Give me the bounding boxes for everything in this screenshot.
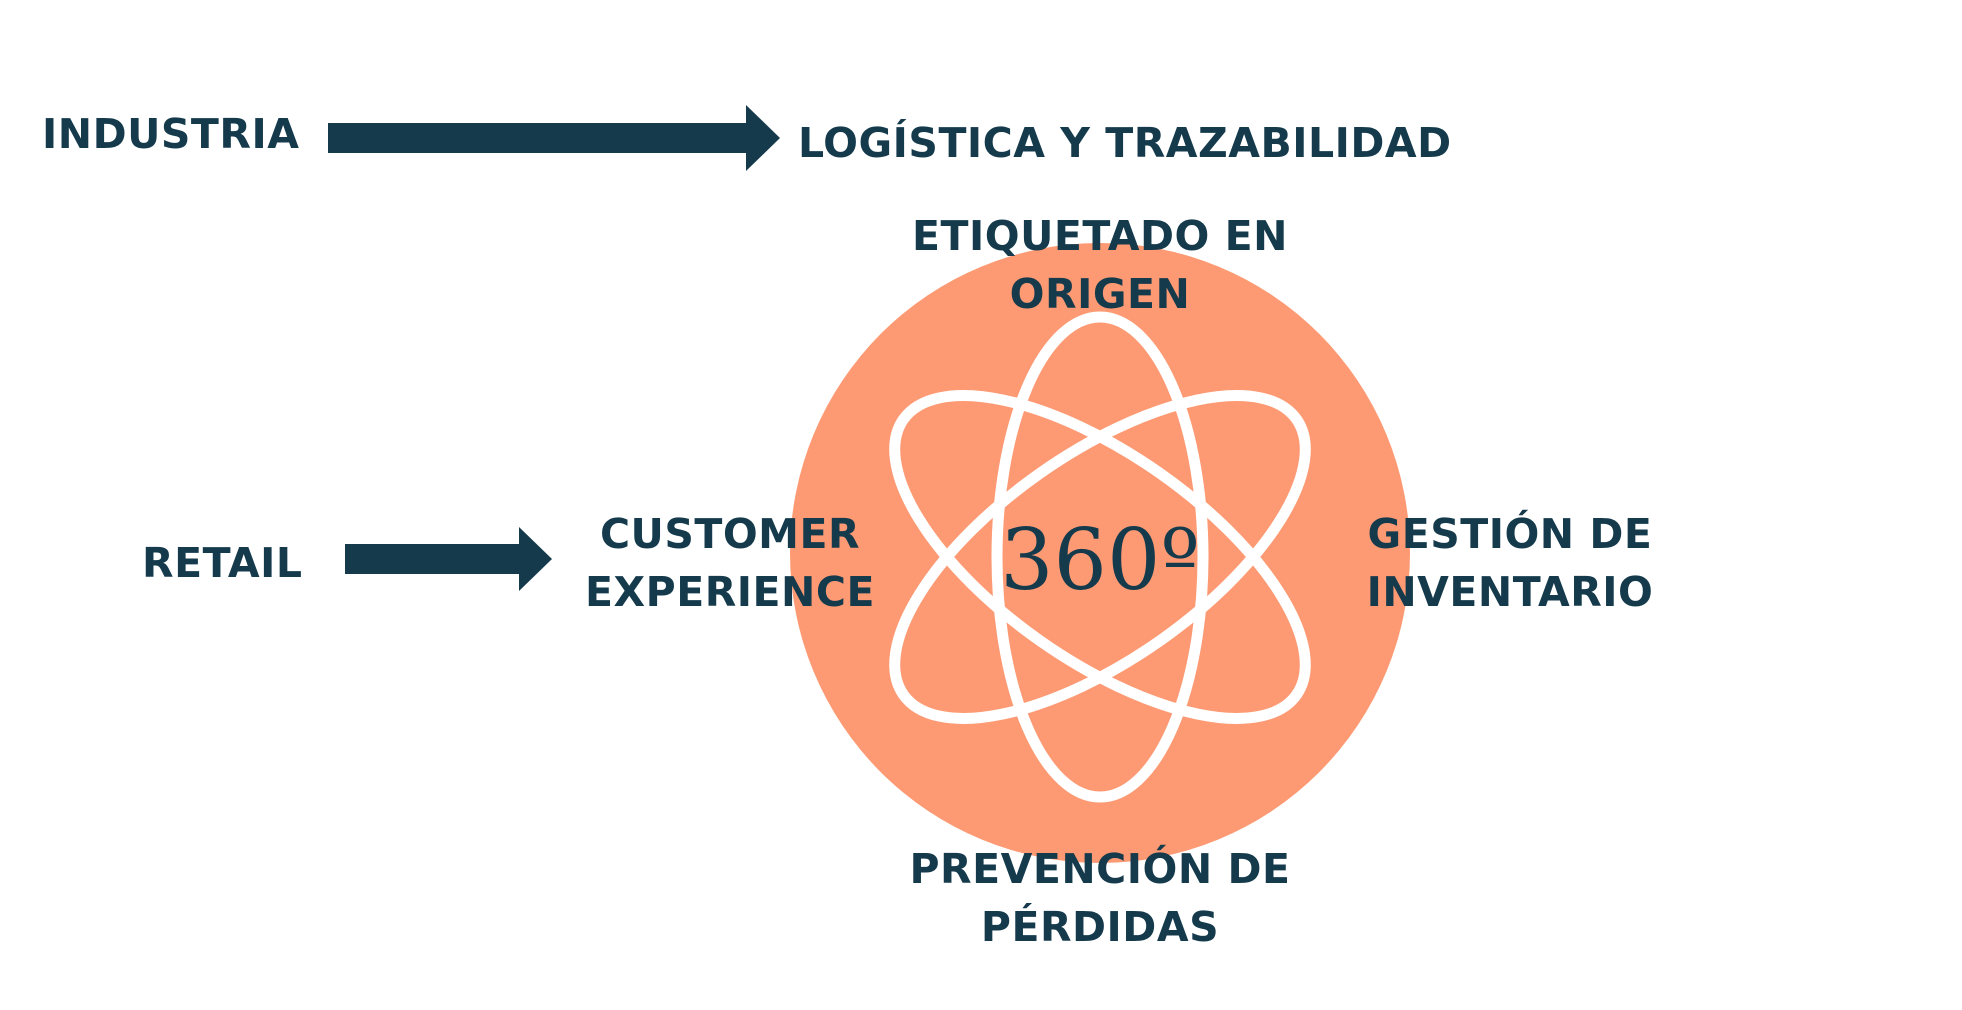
hub-bottom-line-2: PÉRDIDAS bbox=[980, 903, 1220, 951]
customer-experience-line-1: CUSTOMER bbox=[599, 510, 861, 558]
arrow-right-icon bbox=[345, 527, 552, 591]
atom-orbit-diagonal-1 bbox=[889, 390, 1311, 724]
target-customer-experience-label: CUSTOMER EXPERIENCE bbox=[580, 505, 880, 621]
atom-orbit-vertical bbox=[991, 311, 1209, 803]
hub-bottom-line-1: PREVENCIÓN DE bbox=[909, 845, 1291, 893]
hub-right-line-2: INVENTARIO bbox=[1366, 568, 1654, 616]
target-logistica-label: LOGÍSTICA Y TRAZABILIDAD bbox=[798, 119, 1452, 167]
hub-right-line-1: GESTIÓN DE bbox=[1367, 510, 1653, 558]
customer-experience-line-2: EXPERIENCE bbox=[585, 568, 875, 616]
source-industria-label: INDUSTRIA bbox=[42, 110, 300, 158]
source-retail-label: RETAIL bbox=[142, 539, 303, 587]
atom-icon bbox=[889, 311, 1311, 803]
arrow-right-icon bbox=[328, 105, 780, 171]
atom-orbit-diagonal-2 bbox=[889, 390, 1311, 724]
hub-right-label: GESTIÓN DE INVENTARIO bbox=[1360, 505, 1660, 621]
hub-top-line-1: ETIQUETADO EN bbox=[912, 212, 1288, 260]
hub-center-label: 360º bbox=[1000, 511, 1200, 609]
hub-bottom-label: PREVENCIÓN DE PÉRDIDAS bbox=[900, 840, 1300, 956]
hub-top-label: ETIQUETADO EN ORIGEN bbox=[900, 207, 1300, 323]
hub-top-line-2: ORIGEN bbox=[1009, 270, 1191, 318]
